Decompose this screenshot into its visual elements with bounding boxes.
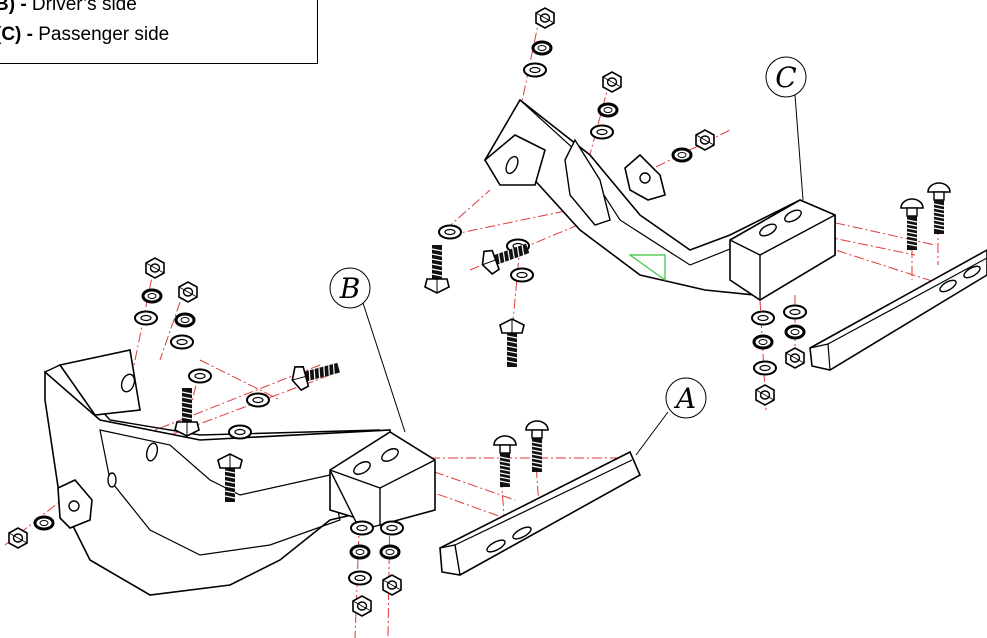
legend-row-passenger: (C) - Passenger side [0, 24, 169, 46]
legend-code-c: (C) - [0, 24, 33, 45]
callout-label-b: B [339, 272, 361, 305]
passenger-centerlines [444, 14, 961, 411]
callout-a: A [635, 377, 707, 456]
legend-row-driver: B) - Driver’s side [0, 0, 137, 16]
angle-rail-a [439, 450, 642, 576]
callout-label-a: A [673, 382, 696, 415]
legend-box: B) - Driver’s side (C) - Passenger side [0, 0, 318, 64]
callout-c: C [765, 56, 807, 201]
legend-code-b: B) - [0, 0, 27, 15]
legend-label-passenger: Passenger side [32, 24, 170, 45]
callout-b: B [329, 267, 406, 433]
passenger-side-assembly [424, 7, 987, 411]
driver-side-assembly [4, 257, 642, 638]
weld-hint [628, 254, 666, 282]
driver-top-tab [58, 349, 141, 416]
callout-label-c: C [775, 61, 796, 94]
passenger-box-end [729, 199, 836, 301]
angle-rail-c [809, 249, 987, 371]
legend-label-driver: Driver’s side [26, 0, 137, 15]
